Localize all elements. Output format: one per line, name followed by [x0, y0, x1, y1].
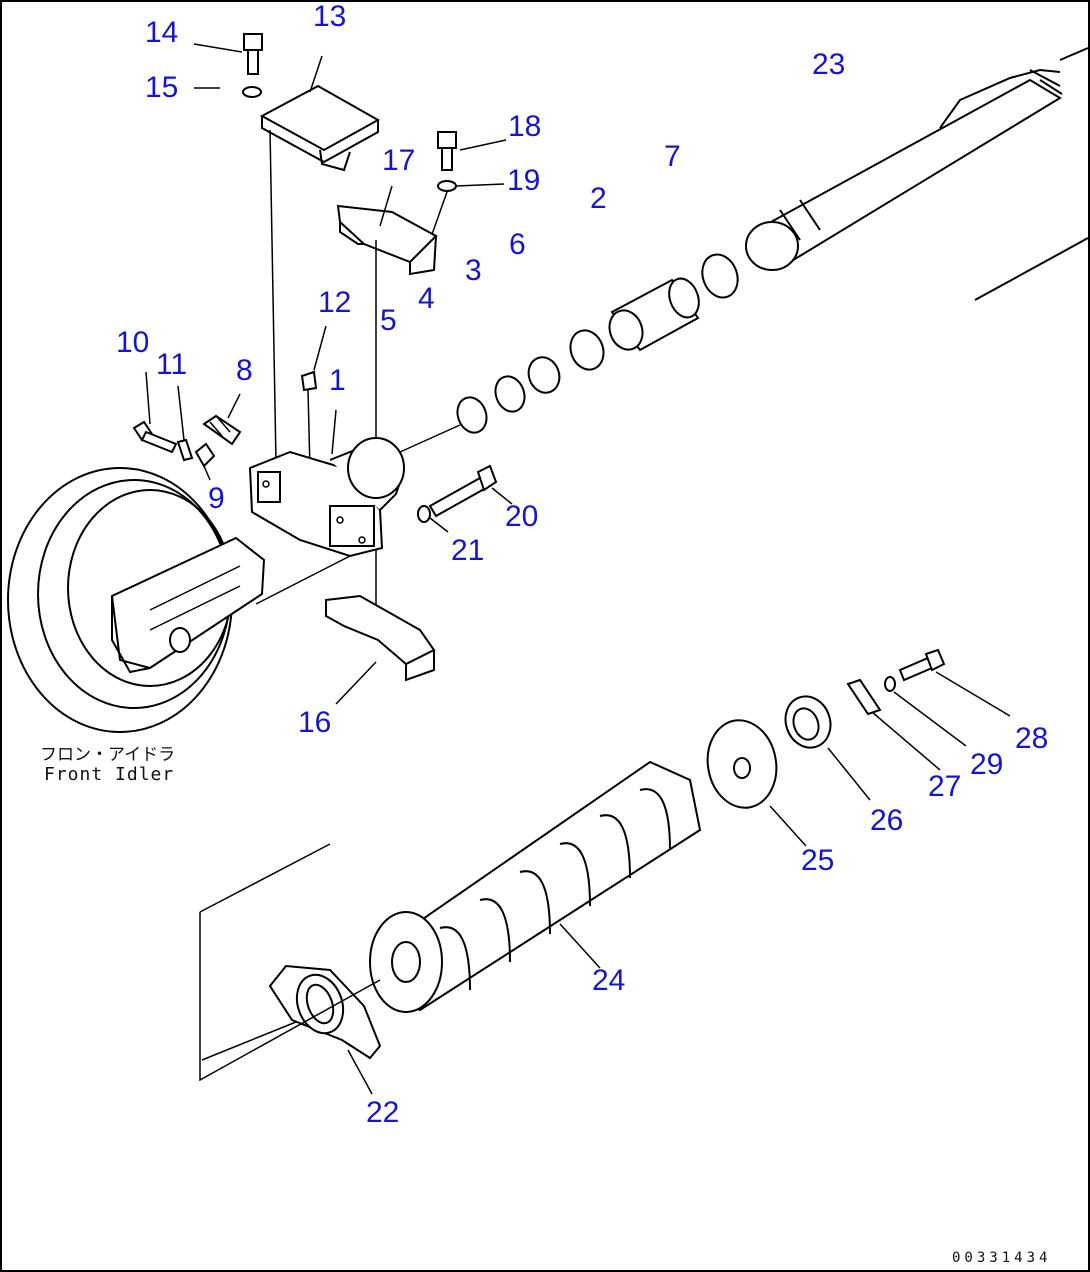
bracket-22: [268, 964, 382, 1060]
part-num-29: 29: [970, 748, 1004, 781]
cylinder-23: [745, 47, 1089, 301]
washer-11: [176, 438, 194, 462]
plug-12: [300, 370, 318, 392]
part-num-23: 23: [812, 48, 846, 81]
ring-4: [494, 375, 526, 413]
part-num-1: 1: [329, 364, 346, 397]
washer-21: [417, 505, 431, 523]
bolt-10: [132, 420, 178, 454]
part-num-4: 4: [418, 282, 435, 315]
washer-19: [437, 180, 457, 192]
part-num-8: 8: [236, 354, 253, 387]
part-num-5: 5: [380, 304, 397, 337]
part-num-18: 18: [508, 110, 542, 143]
bolt-14: [243, 33, 263, 75]
front-idler-label-en: Front Idler: [44, 764, 175, 785]
front-idler-wheel: [7, 467, 351, 733]
cap-17: [336, 204, 438, 276]
part-num-6: 6: [509, 228, 526, 261]
part-num-9: 9: [208, 482, 225, 515]
part-num-19: 19: [507, 164, 541, 197]
part-num-12: 12: [318, 286, 352, 319]
bushing-2: [608, 277, 700, 352]
nut-26: [784, 695, 832, 749]
fitting-8: [202, 414, 242, 446]
ring-6: [569, 329, 605, 371]
part-num-22: 22: [366, 1096, 400, 1129]
part-num-21: 21: [451, 534, 485, 567]
part-num-14: 14: [145, 16, 179, 49]
part-num-16: 16: [298, 706, 332, 739]
part-num-7: 7: [664, 140, 681, 173]
washer-15: [242, 86, 262, 98]
part-num-10: 10: [116, 326, 150, 359]
plate-25: [706, 719, 778, 809]
part-num-17: 17: [382, 144, 416, 177]
part-num-20: 20: [505, 500, 539, 533]
bolt-28: [898, 648, 946, 682]
washer-29: [884, 676, 896, 692]
ring-7: [701, 253, 739, 299]
drawing-code: 00331434: [952, 1250, 1052, 1266]
part-num-24: 24: [592, 964, 626, 997]
front-idler-label-jp: フロン・アイドラ: [40, 745, 176, 765]
part-num-11: 11: [156, 348, 188, 381]
ring-3: [527, 356, 561, 394]
plate-27: [846, 678, 882, 716]
bolt-20: [428, 464, 498, 518]
bolt-18: [437, 131, 457, 171]
lock-9: [194, 442, 216, 468]
part-num-13: 13: [313, 0, 347, 33]
part-num-26: 26: [870, 804, 904, 837]
part-num-3: 3: [465, 254, 482, 287]
part-num-15: 15: [145, 71, 179, 104]
housing-1: [248, 437, 406, 558]
part-num-2: 2: [590, 182, 607, 215]
plate-13: [259, 84, 381, 172]
cap-16: [325, 594, 436, 682]
ring-5: [456, 396, 488, 434]
spring-24: [369, 760, 702, 1013]
part-num-28: 28: [1015, 722, 1049, 755]
part-num-27: 27: [928, 770, 962, 803]
part-num-25: 25: [801, 844, 835, 877]
